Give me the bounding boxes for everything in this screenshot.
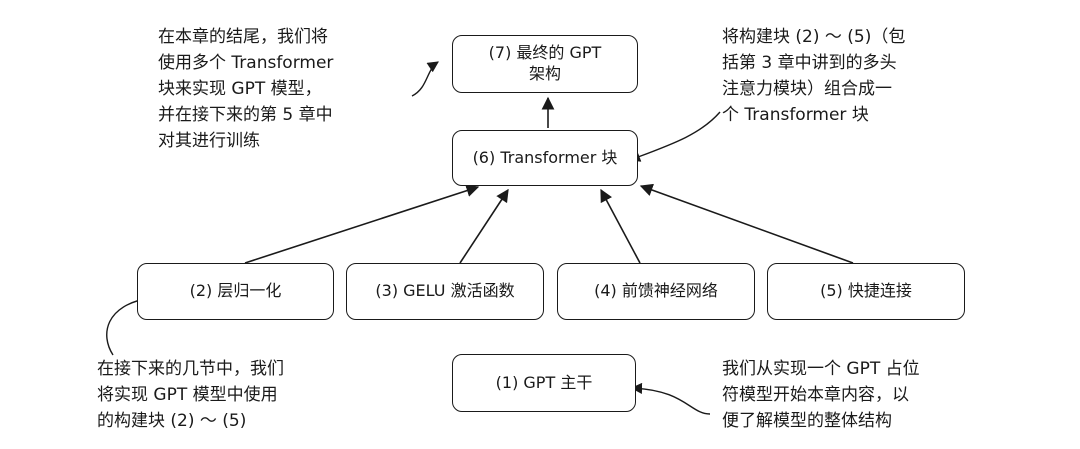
box-feed-forward: (4) 前馈神经网络 bbox=[557, 263, 755, 320]
callout-top-left bbox=[411, 61, 439, 97]
callout-top-right bbox=[628, 111, 721, 162]
box-transformer-label: (6) Transformer 块 bbox=[472, 147, 618, 167]
box-gpt-backbone: (1) GPT 主干 bbox=[452, 354, 636, 412]
box-layer-norm-label: (2) 层归一化 bbox=[189, 281, 282, 301]
note-bottom-right: 我们从实现一个 GPT 占位 符模型开始本章内容，以 便了解模型的整体结构 bbox=[722, 359, 920, 431]
box-backbone-label: (1) GPT 主干 bbox=[495, 372, 593, 392]
box-gelu-label: (3) GELU 激活函数 bbox=[375, 281, 515, 301]
box-final-label: (7) 最终的 GPT 架构 bbox=[488, 43, 602, 83]
box-feed-forward-label: (4) 前馈神经网络 bbox=[594, 281, 718, 301]
callout-bottom-right bbox=[630, 382, 711, 415]
box-shortcut: (5) 快捷连接 bbox=[767, 263, 965, 320]
note-bottom-left: 在接下来的几节中，我们 将实现 GPT 模型中使用 的构建块 (2) ～ (5) bbox=[97, 359, 284, 431]
note-top-right: 将构建块 (2) ～ (5)（包 括第 3 章中讲到的多头 注意力模块）组合成一… bbox=[722, 27, 906, 125]
arrow-ln-to-block bbox=[244, 184, 480, 264]
arrow-ff-to-block bbox=[600, 188, 641, 264]
arrow-shortcut-to-block bbox=[639, 183, 854, 264]
box-gelu: (3) GELU 激活函数 bbox=[346, 263, 544, 320]
box-final-gpt-architecture: (7) 最终的 GPT 架构 bbox=[452, 35, 638, 93]
box-shortcut-label: (5) 快捷连接 bbox=[820, 281, 912, 301]
note-top-left: 在本章的结尾，我们将 使用多个 Transformer 块来实现 GPT 模型，… bbox=[158, 27, 334, 151]
box-transformer-block: (6) Transformer 块 bbox=[452, 130, 638, 186]
box-layer-norm: (2) 层归一化 bbox=[137, 263, 334, 320]
arrow-gelu-to-block bbox=[459, 188, 509, 264]
